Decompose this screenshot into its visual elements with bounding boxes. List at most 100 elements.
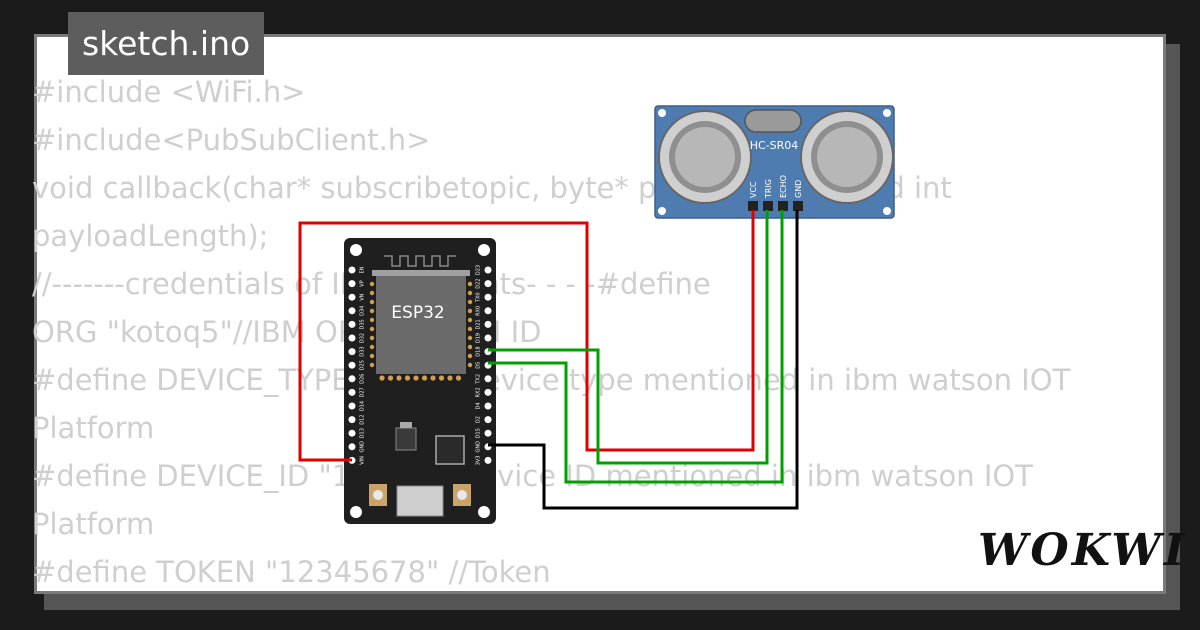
esp32-pin-label: GND	[360, 441, 366, 453]
esp32-pin-d33[interactable]	[348, 348, 356, 356]
castellation	[369, 299, 375, 305]
code-line: #define TOKEN "12345678" //Token	[32, 555, 551, 589]
code-line: payloadLength);	[32, 219, 269, 253]
esp32-pin-label: EN	[360, 266, 366, 273]
esp32-pin-label: D5	[476, 362, 482, 369]
sensor-pins	[748, 201, 803, 211]
castellation	[467, 317, 473, 323]
wire-echo[interactable]	[488, 210, 784, 484]
wire-vcc[interactable]	[298, 210, 755, 462]
esp32-pin-d14[interactable]	[348, 402, 356, 410]
castellation	[467, 299, 473, 305]
esp32-pin-label: D4	[476, 402, 482, 409]
sensor-pin-label: VCC	[749, 181, 758, 198]
castellation	[467, 290, 473, 296]
castellation	[369, 335, 375, 341]
esp32-chip-label: ESP32	[391, 303, 444, 323]
wire-trig[interactable]	[488, 210, 769, 465]
wokwi-logo: WOKWI	[978, 525, 1188, 576]
esp32-pin-label: D34	[360, 306, 366, 316]
esp32-pin-label: VN	[360, 293, 366, 300]
code-line: #include<PubSubClient.h>	[32, 123, 431, 157]
sensor-label: HC-SR04	[750, 139, 799, 152]
esp32-pin-vn[interactable]	[348, 293, 356, 301]
esp32-pin-label: D19	[476, 333, 482, 343]
sensor-pin-vcc[interactable]	[748, 201, 758, 211]
esp32-pin-d27[interactable]	[348, 388, 356, 396]
castellation	[404, 375, 411, 381]
castellation	[421, 375, 428, 381]
hc-sr04-sensor[interactable]: HC-SR04 VCC TRIG ECHO GND	[654, 105, 895, 219]
castellation	[369, 317, 375, 323]
castellation	[438, 375, 445, 381]
code-line: Platform	[32, 507, 155, 541]
esp32-pin-d35[interactable]	[348, 320, 356, 328]
esp32-pin-d12[interactable]	[348, 416, 356, 424]
castellation	[447, 375, 453, 381]
esp32-pin-label: D2	[476, 416, 482, 423]
esp32-pin-tx0[interactable]	[484, 293, 492, 301]
esp32-pin-d26[interactable]	[348, 375, 356, 383]
castellation	[387, 375, 394, 381]
sensor-pin-label: ECHO	[779, 175, 788, 198]
castellation	[396, 375, 402, 381]
file-title-tab[interactable]: sketch.ino	[68, 12, 265, 75]
module-castellations	[369, 281, 473, 381]
esp32-pin-vp[interactable]	[348, 280, 356, 288]
esp32-pin-label: D12	[360, 414, 366, 424]
castellation	[467, 335, 473, 341]
sensor-pin-trig[interactable]	[763, 201, 773, 211]
sensor-pin-gnd[interactable]	[793, 201, 803, 211]
esp32-pin-label: RX2	[476, 387, 482, 397]
castellation	[369, 326, 375, 332]
esp32-pin-label: GND	[476, 441, 482, 453]
esp32-board[interactable]: ESP32 ENVPVND34D35D32D33D25D26D27D14D12D…	[344, 238, 496, 524]
esp32-pin-3v3[interactable]	[484, 456, 492, 464]
castellation	[369, 308, 375, 314]
esp32-pin-label: 3V3	[476, 456, 482, 466]
esp32-pin-label: VIN	[360, 456, 366, 465]
esp32-pin-label: D32	[360, 333, 366, 343]
esp32-pin-d22[interactable]	[484, 280, 492, 288]
esp32-pin-label: D26	[360, 374, 366, 384]
esp32-pins	[348, 266, 492, 464]
esp32-pin-d23[interactable]	[484, 266, 492, 274]
esp32-pin-label: RX0	[476, 306, 482, 316]
castellation	[467, 353, 473, 359]
esp32-pin-label: VP	[360, 280, 366, 286]
esp32-pin-label: D33	[360, 346, 366, 356]
esp32-pin-d34[interactable]	[348, 307, 356, 315]
esp32-pin-d32[interactable]	[348, 334, 356, 342]
esp32-pin-gnd[interactable]	[348, 443, 356, 451]
esp32-pin-label: D22	[476, 278, 482, 288]
sensor-pin-label: GND	[794, 180, 803, 198]
esp32-pin-d21[interactable]	[484, 320, 492, 328]
esp32-pin-label: D21	[476, 319, 482, 329]
castellation	[369, 290, 375, 296]
code-line: Platform	[32, 411, 155, 445]
castellation	[467, 281, 473, 287]
esp32-pin-d4[interactable]	[484, 402, 492, 410]
esp32-pin-rx0[interactable]	[484, 307, 492, 315]
sensor-pin-label: TRIG	[764, 179, 773, 199]
castellation	[455, 375, 462, 381]
castellation	[413, 375, 419, 381]
esp32-pin-label: TX2	[476, 374, 482, 385]
esp32-pin-d19[interactable]	[484, 334, 492, 342]
castellation	[430, 375, 436, 381]
esp32-pin-d13[interactable]	[348, 429, 356, 437]
esp32-pin-d15[interactable]	[484, 429, 492, 437]
wires	[298, 210, 799, 510]
castellation	[467, 362, 473, 368]
wire-gnd[interactable]	[488, 210, 799, 510]
sensor-pin-echo[interactable]	[778, 201, 788, 211]
castellation	[369, 353, 375, 359]
esp32-pin-en[interactable]	[348, 266, 356, 274]
esp32-pin-d2[interactable]	[484, 416, 492, 424]
esp32-pin-rx2[interactable]	[484, 388, 492, 396]
esp32-pin-d25[interactable]	[348, 361, 356, 369]
esp32-pin-tx2[interactable]	[484, 375, 492, 383]
project-card[interactable]	[34, 34, 1166, 594]
